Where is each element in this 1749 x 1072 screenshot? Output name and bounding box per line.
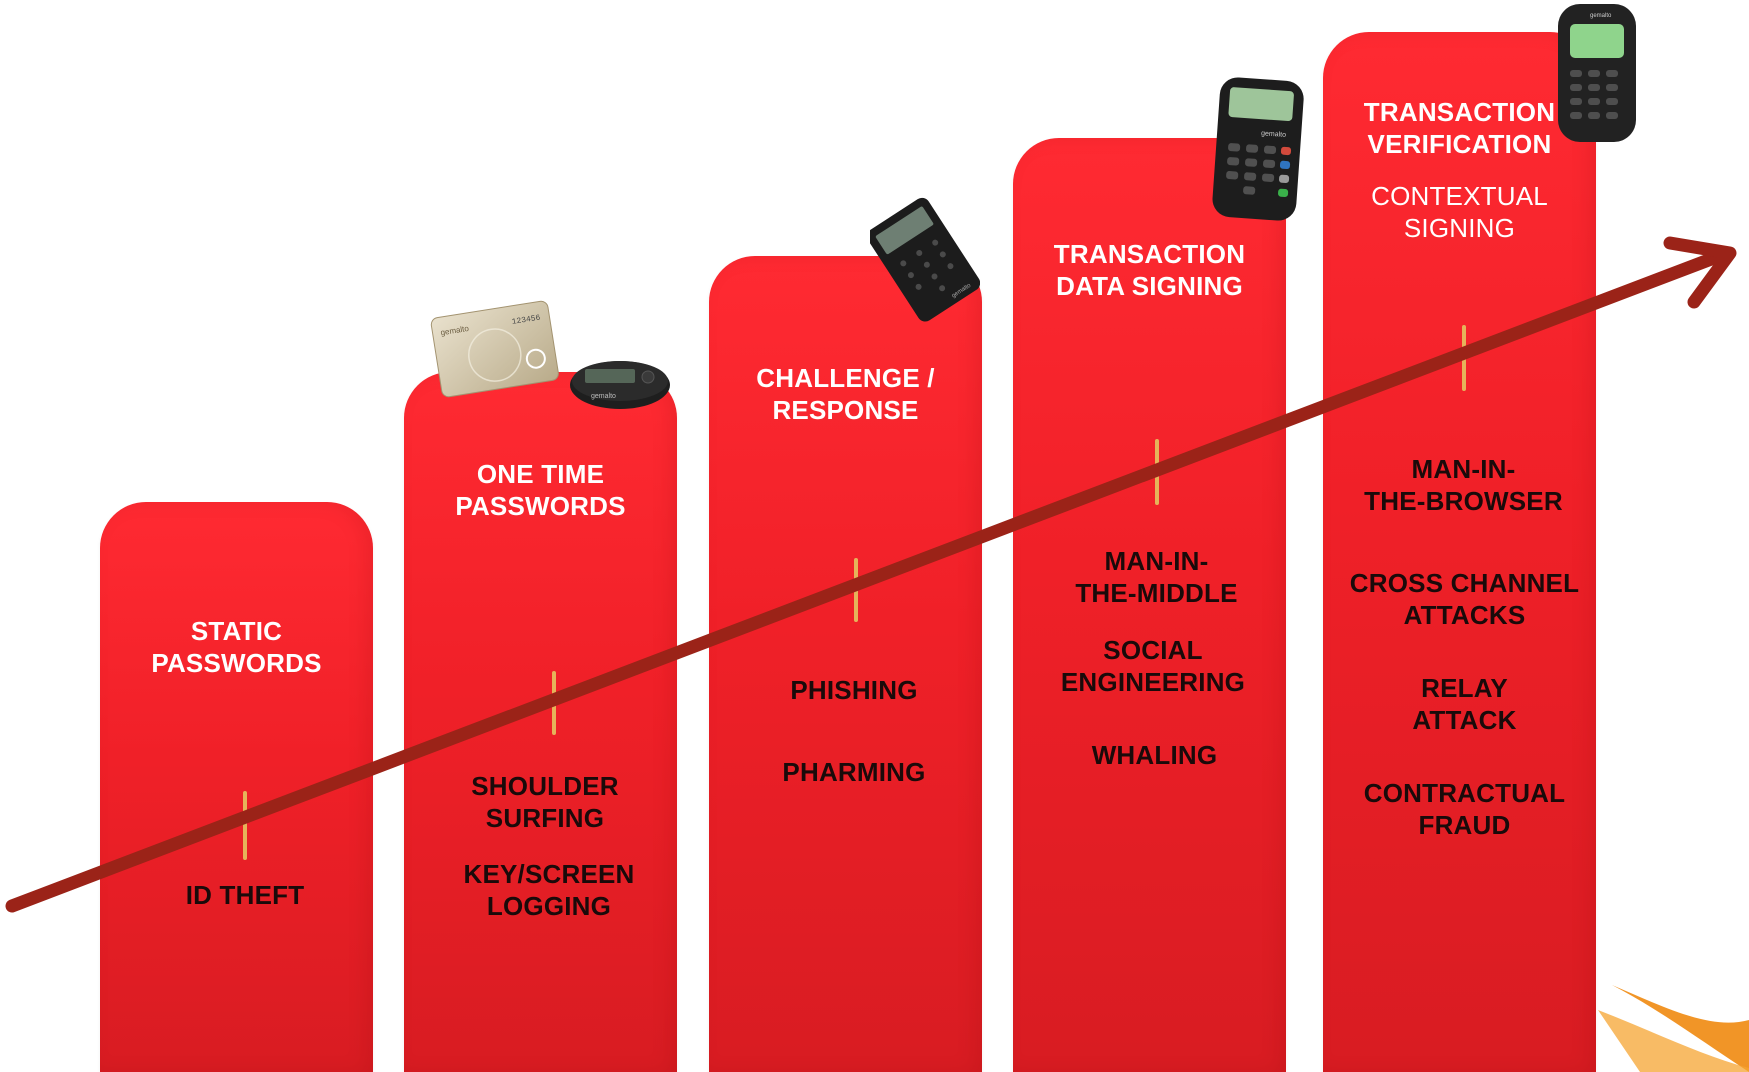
column-one-time-passwords xyxy=(404,372,677,1072)
challenge-response-reader-icon: gemalto xyxy=(870,197,980,322)
column-title-transaction-verification: TRANSACTION VERIFICATION xyxy=(1363,97,1556,159)
column-title-transaction-data-signing: TRANSACTION DATA SIGNING xyxy=(1053,239,1246,301)
progress-ticks xyxy=(243,325,1466,860)
otp-card-icon: gemalto 123456 xyxy=(430,300,559,398)
threat-social-engineering: SOCIAL ENGINEERING xyxy=(1060,635,1246,697)
threat-phishing: PHISHING xyxy=(790,675,918,705)
threat-shoulder-surfing: SHOULDER SURFING xyxy=(471,771,619,833)
verification-reader-icon: gemalto xyxy=(1558,4,1636,142)
column-title-one-time-passwords: ONE TIME PASSWORDS xyxy=(455,459,626,521)
card-code: 123456 xyxy=(511,314,541,327)
threat-contractual-fraud: CONTRACTUAL FRAUD xyxy=(1363,778,1566,840)
threat-key-screen-logging: KEY/SCREEN LOGGING xyxy=(463,859,635,921)
growth-arrow xyxy=(5,236,1737,913)
threat-relay-attack: RELAY ATTACK xyxy=(1412,673,1517,735)
threat-id-theft: ID THEFT xyxy=(185,880,305,910)
data-signing-reader-icon: gemalto xyxy=(1212,77,1304,221)
column-challenge-response xyxy=(709,256,982,1072)
threat-cross-channel-attacks: CROSS CHANNEL ATTACKS xyxy=(1349,568,1580,630)
threat-man-in-the-middle: MAN-IN- THE-MIDDLE xyxy=(1075,546,1238,608)
orange-corner-accent xyxy=(1612,985,1749,1072)
verification-reader-brand: gemalto xyxy=(1590,13,1612,19)
column-transaction-data-signing xyxy=(1013,138,1286,1072)
threat-whaling: WHALING xyxy=(1091,740,1218,770)
column-title-static-passwords: STATIC PASSWORDS xyxy=(151,616,322,678)
column-transaction-verification xyxy=(1323,32,1596,1072)
signing-reader-brand: gemalto xyxy=(1261,130,1286,139)
card-brand: gemalto xyxy=(440,324,470,337)
token-brand: gemalto xyxy=(591,393,616,400)
threat-man-in-the-browser: MAN-IN- THE-BROWSER xyxy=(1364,454,1563,516)
column-title-challenge-response: CHALLENGE / RESPONSE xyxy=(756,363,935,425)
threat-pharming: PHARMING xyxy=(782,757,926,787)
column-subtitle-contextual-signing: CONTEXTUAL SIGNING xyxy=(1371,181,1548,243)
otp-token-icon: gemalto xyxy=(570,361,670,409)
